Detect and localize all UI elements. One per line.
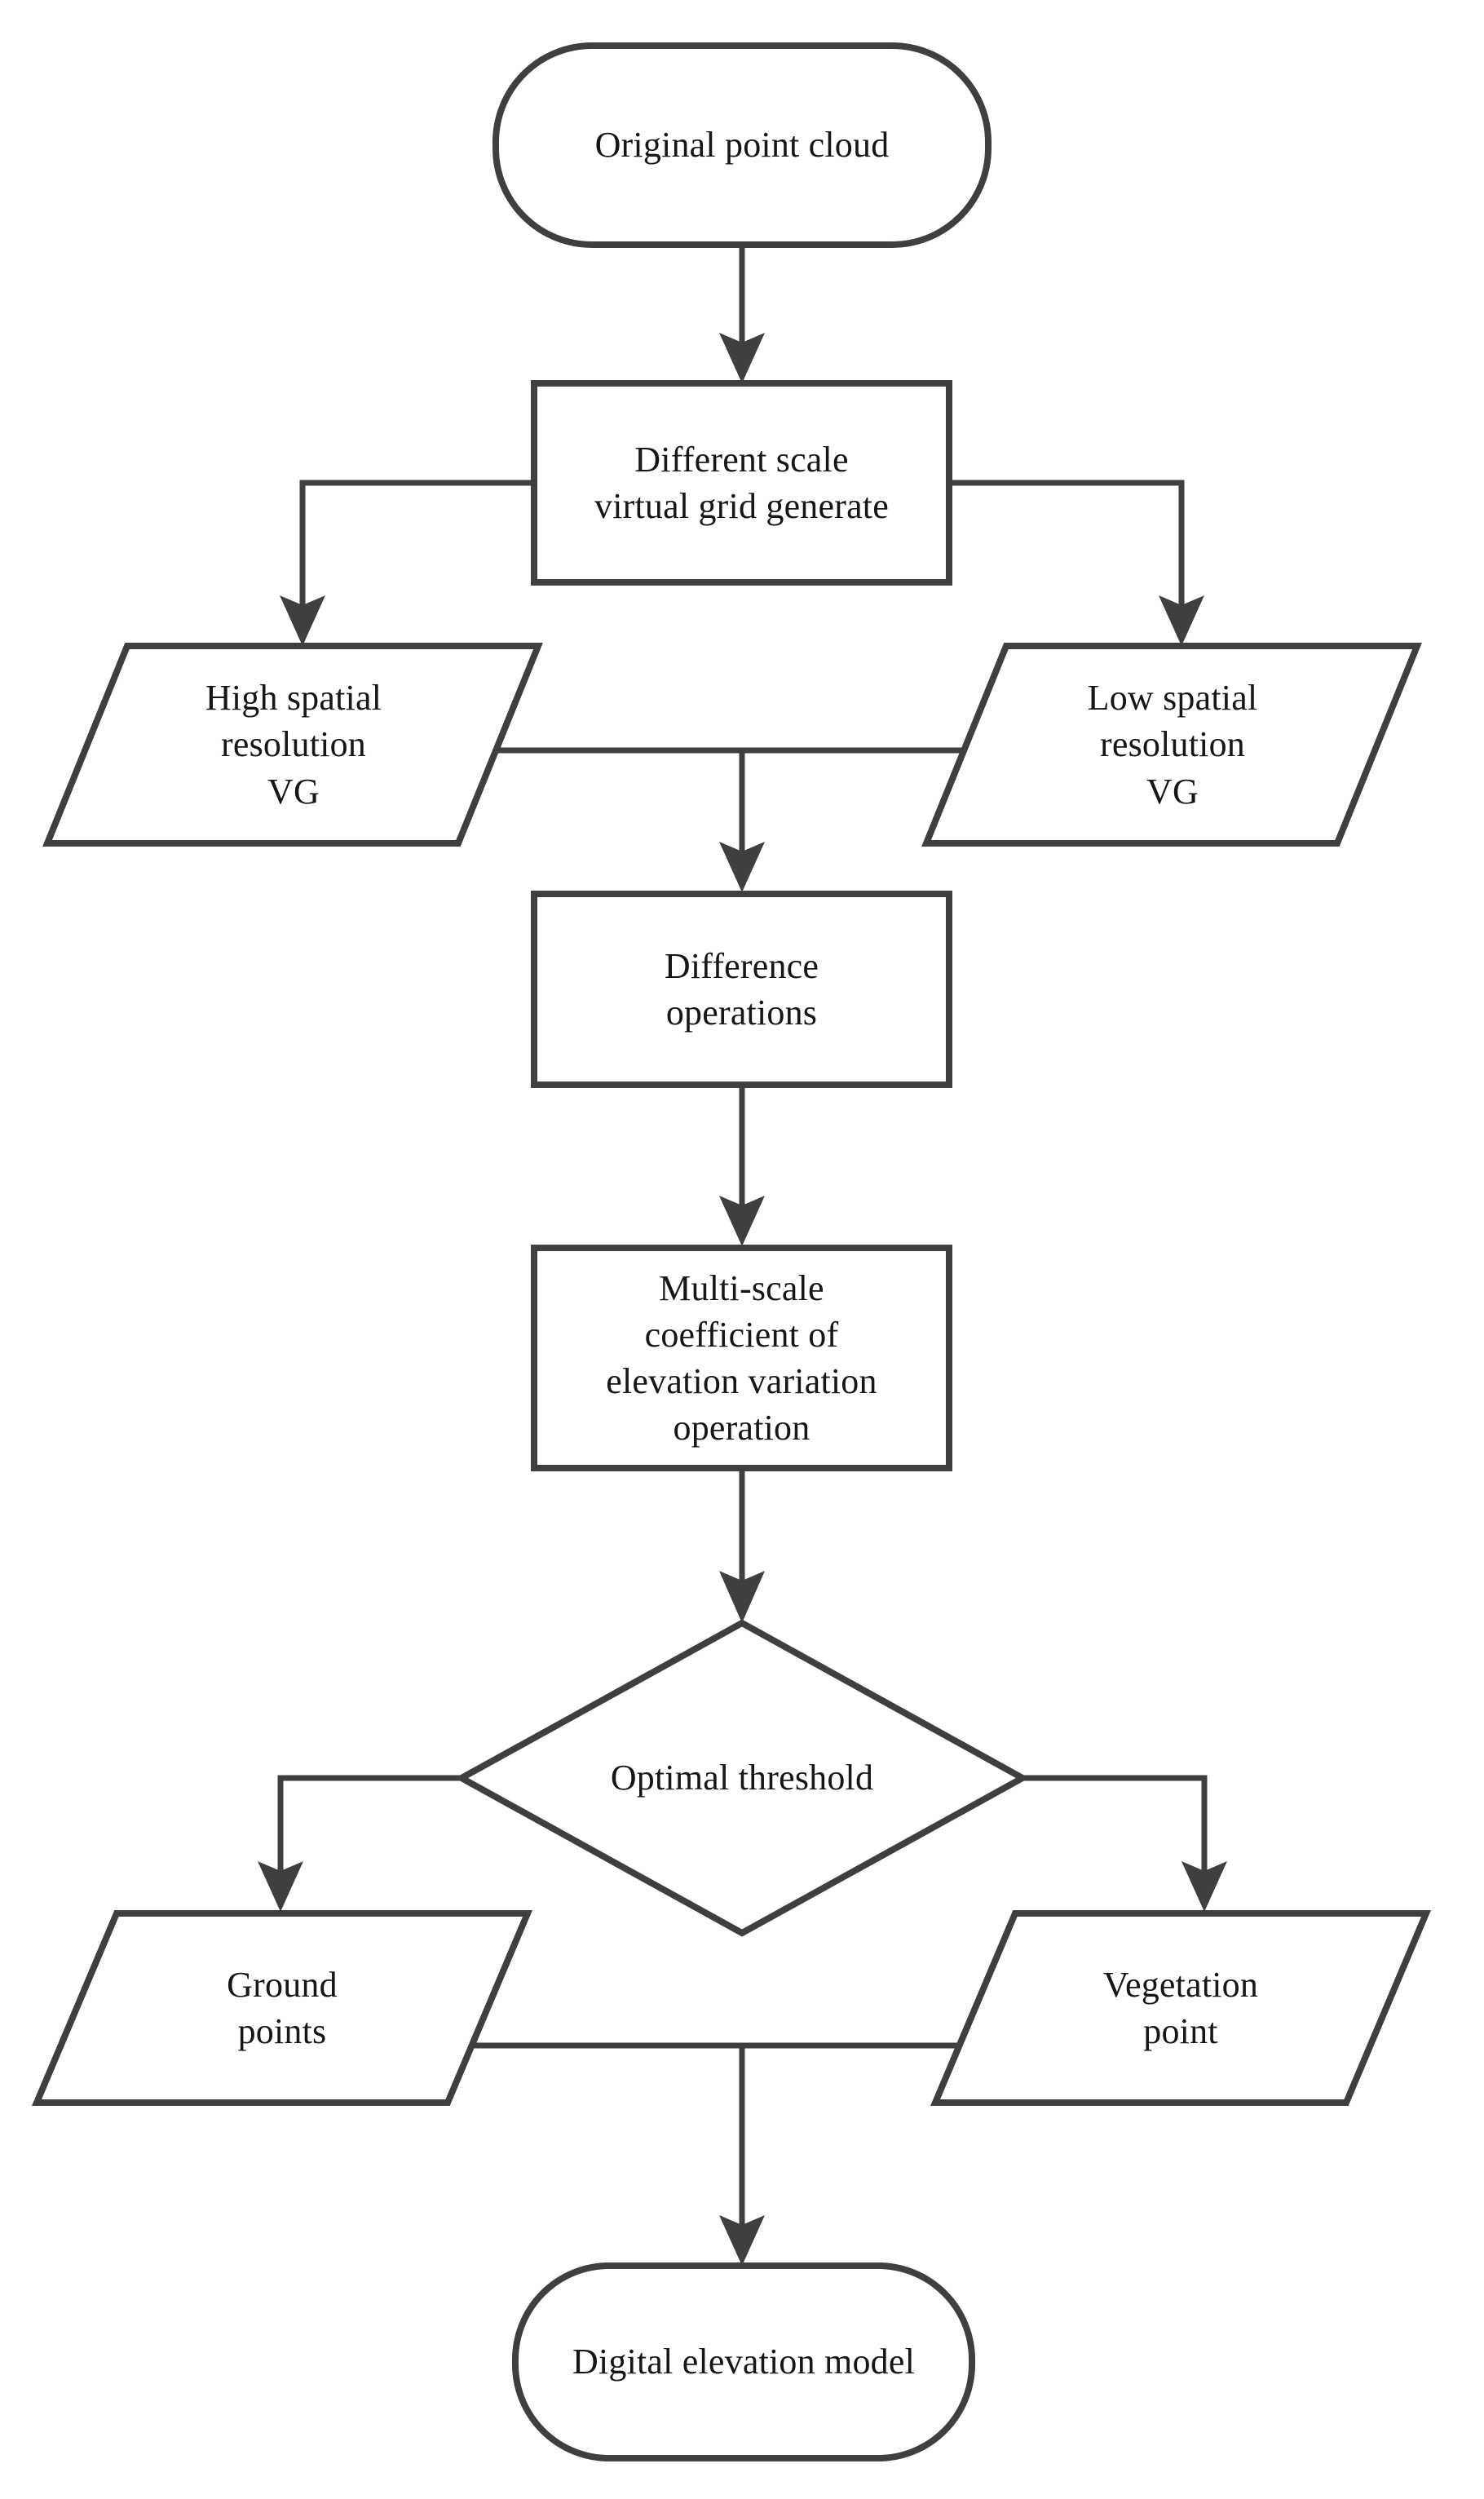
node-digital-elevation-model [512,2262,975,2461]
node-original-point-cloud [492,42,992,248]
edge-multiscale-to-threshold [719,1468,765,1623]
node-virtual-grid-generate [531,380,952,586]
node-low-res-vg [921,643,1422,847]
node-optimal-threshold [454,1619,1030,1937]
node-high-res-vg [42,643,543,847]
node-multi-scale-operation [531,1245,952,1471]
edge-original-to-grid [719,245,765,383]
edge-threshold-to-ground-points [258,1775,462,1912]
edge-grid-to-low-res-vg [949,480,1204,646]
edge-threshold-to-vegetation-point [1022,1775,1227,1912]
edge-difference-to-multiscale [719,1085,765,1246]
node-ground-points [31,1910,533,2106]
node-difference-operations [531,891,952,1088]
edge-grid-to-high-res-vg [280,480,534,646]
node-vegetation-point [930,1910,1432,2106]
